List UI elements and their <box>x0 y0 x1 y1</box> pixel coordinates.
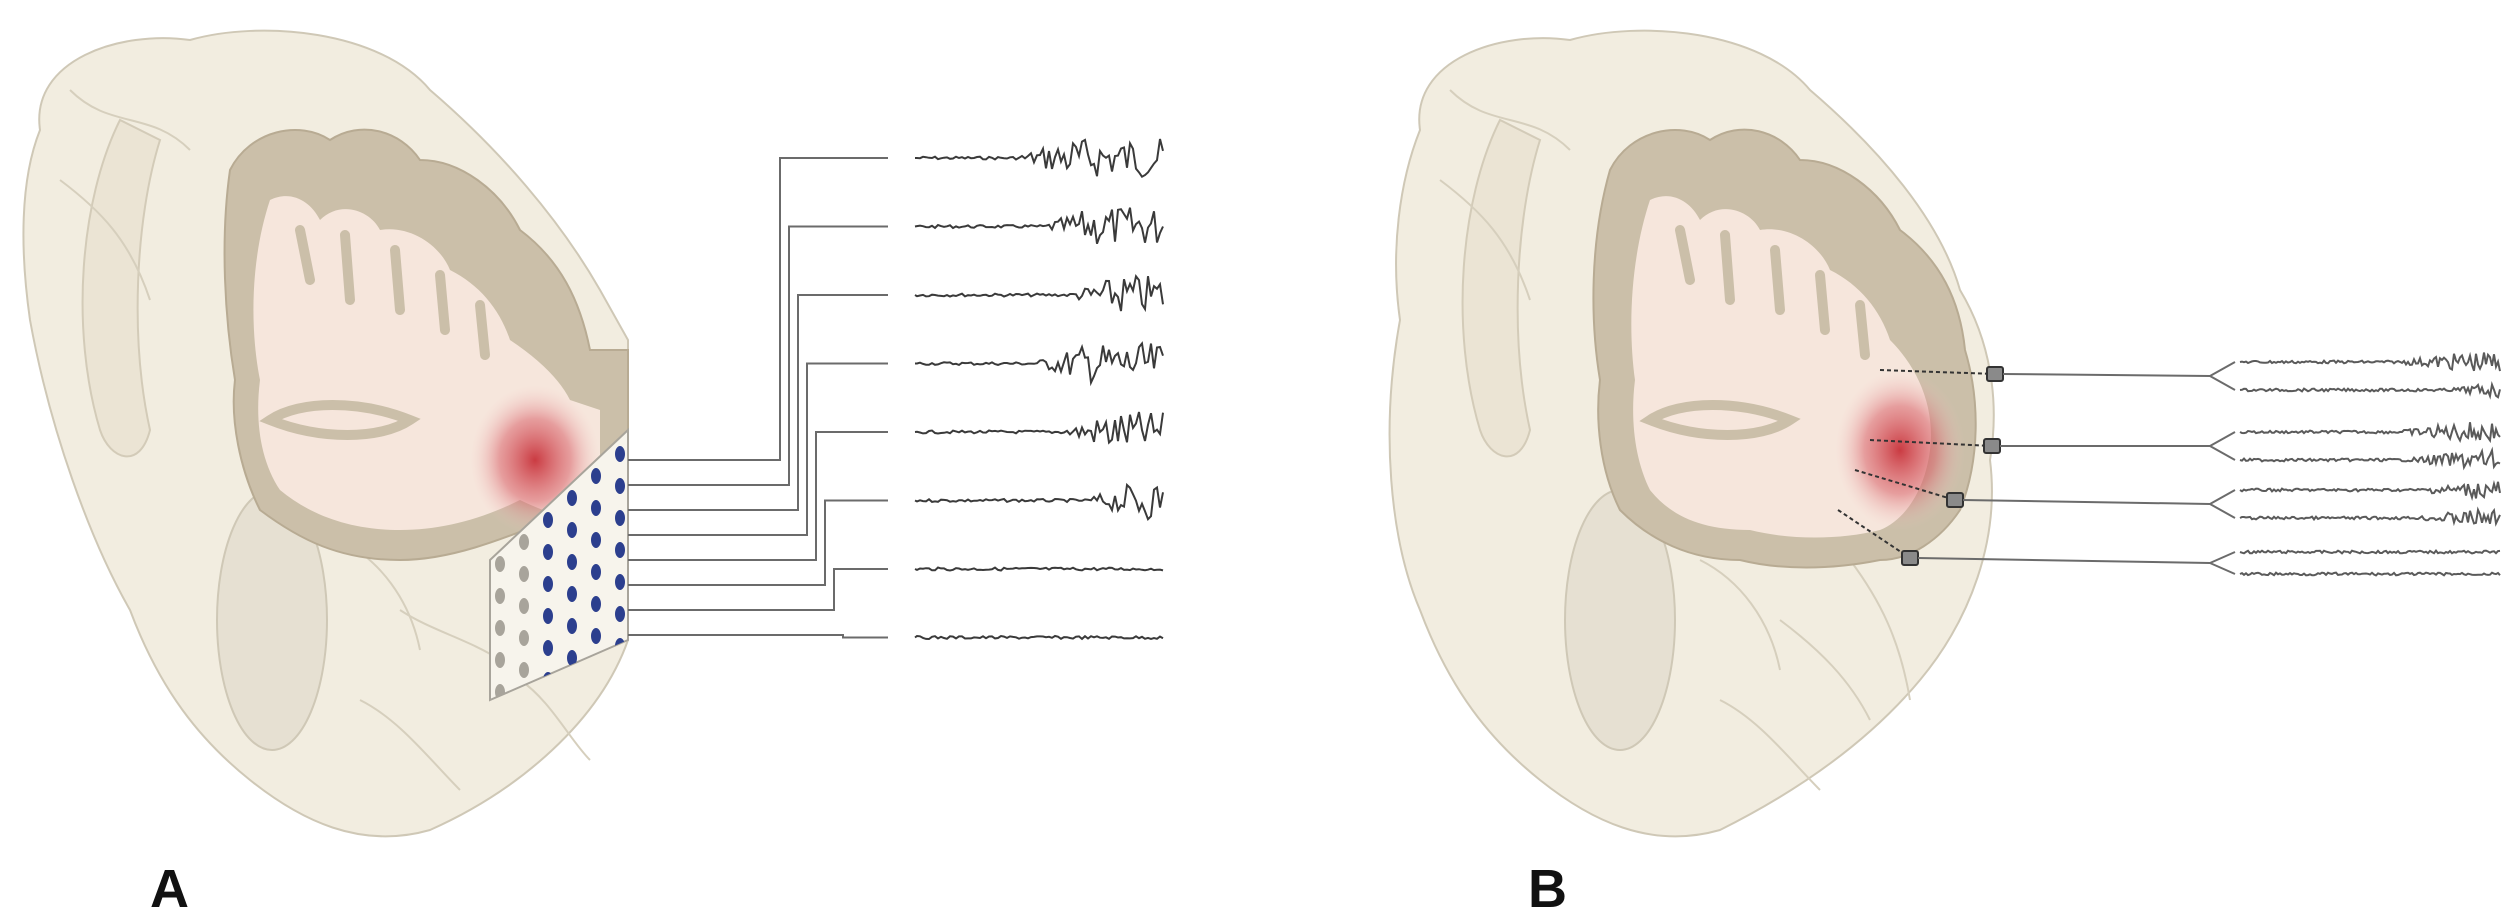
grid-contact <box>615 478 625 494</box>
lead-wire <box>2002 373 2211 377</box>
ear-a <box>81 118 162 458</box>
lead-wire <box>628 225 888 486</box>
grid-contact <box>567 554 577 570</box>
lead-wire <box>628 431 888 561</box>
inner-folds-a <box>259 225 490 440</box>
lead-wire <box>628 157 888 461</box>
depth-electrode-connector <box>1901 550 1919 566</box>
grid-contact <box>519 598 529 614</box>
eeg-trace <box>914 634 1164 641</box>
panel-b <box>1388 29 2501 838</box>
lead-wire <box>628 362 888 536</box>
depth-electrodes <box>1837 366 2004 566</box>
grid-contact <box>543 544 553 560</box>
grid-contact <box>495 588 505 604</box>
grid-contact <box>543 512 553 528</box>
lead-fork <box>2209 361 2236 391</box>
eeg-trace <box>914 482 1164 522</box>
lead-wires-b <box>1917 361 2236 575</box>
lead-wire <box>628 499 888 586</box>
ear-b <box>1461 118 1542 458</box>
inner-folds-b <box>1639 225 1870 440</box>
surface-gyri-a <box>59 89 591 791</box>
depth-electrode-connector <box>1986 366 2004 382</box>
eeg-trace <box>914 207 1164 245</box>
eeg-trace <box>2239 479 2501 502</box>
eeg-trace <box>915 341 1164 387</box>
lead-wire <box>1962 499 2211 505</box>
grid-contact <box>591 564 601 580</box>
depth-electrode-shaft <box>1869 439 1993 447</box>
surface-gyri-b <box>1439 89 1911 791</box>
grid-contact <box>567 522 577 538</box>
depth-electrode-shaft <box>1854 469 1956 501</box>
grid-contact <box>543 608 553 624</box>
grid-contact <box>495 556 505 572</box>
depth-electrode-shaft <box>1837 509 1911 559</box>
grid-contact <box>591 628 601 644</box>
grid-contact <box>567 618 577 634</box>
panel-label-b: B <box>1528 859 1567 919</box>
grid-contact <box>543 576 553 592</box>
grid-contact <box>495 620 505 636</box>
eeg-trace <box>2239 571 2501 577</box>
lead-wires-a <box>628 157 888 639</box>
grid-contact <box>567 490 577 506</box>
grid-contact <box>591 500 601 516</box>
grid-contact <box>591 596 601 612</box>
eeg-trace <box>2239 421 2501 444</box>
lead-fork <box>2209 551 2236 575</box>
eeg-traces-a <box>914 138 1164 641</box>
eeg-trace <box>915 138 1164 179</box>
grid-contact <box>495 652 505 668</box>
grid-contact <box>519 534 529 550</box>
grid-contact <box>567 650 577 666</box>
lead-fork <box>2209 431 2236 461</box>
grid-contact <box>591 532 601 548</box>
depth-electrode-shaft <box>1879 369 1996 375</box>
grid-contact <box>543 640 553 656</box>
eeg-trace <box>914 274 1164 313</box>
panel-label-a: A <box>150 859 189 919</box>
lead-fork <box>2209 489 2236 519</box>
grid-contact <box>615 574 625 590</box>
eeg-trace <box>2239 548 2501 555</box>
subdural-grid <box>489 427 629 702</box>
eeg-traces-b <box>2239 351 2501 577</box>
lead-wire <box>628 568 888 611</box>
depth-electrode-connector <box>1983 438 2001 454</box>
grid-contact <box>615 446 625 462</box>
grid-contact <box>615 510 625 526</box>
grid-contact <box>519 566 529 582</box>
depth-electrode-connector <box>1946 492 1964 508</box>
seizure-focus-b <box>1835 370 1965 530</box>
lead-wire <box>628 294 888 511</box>
lead-wire <box>628 634 888 639</box>
lead-wire <box>1917 557 2211 564</box>
grid-contact <box>519 662 529 678</box>
grid-contact <box>519 630 529 646</box>
eeg-trace <box>2239 351 2501 372</box>
eeg-trace <box>914 411 1164 445</box>
eeg-trace <box>2239 381 2501 400</box>
grid-contact <box>591 468 601 484</box>
eeg-trace <box>2239 446 2501 471</box>
eeg-trace <box>914 566 1164 572</box>
grid-contact <box>615 542 625 558</box>
grid-contact <box>615 606 625 622</box>
eeg-trace <box>2239 506 2501 527</box>
panel-a <box>22 29 1164 838</box>
grid-contact <box>567 586 577 602</box>
